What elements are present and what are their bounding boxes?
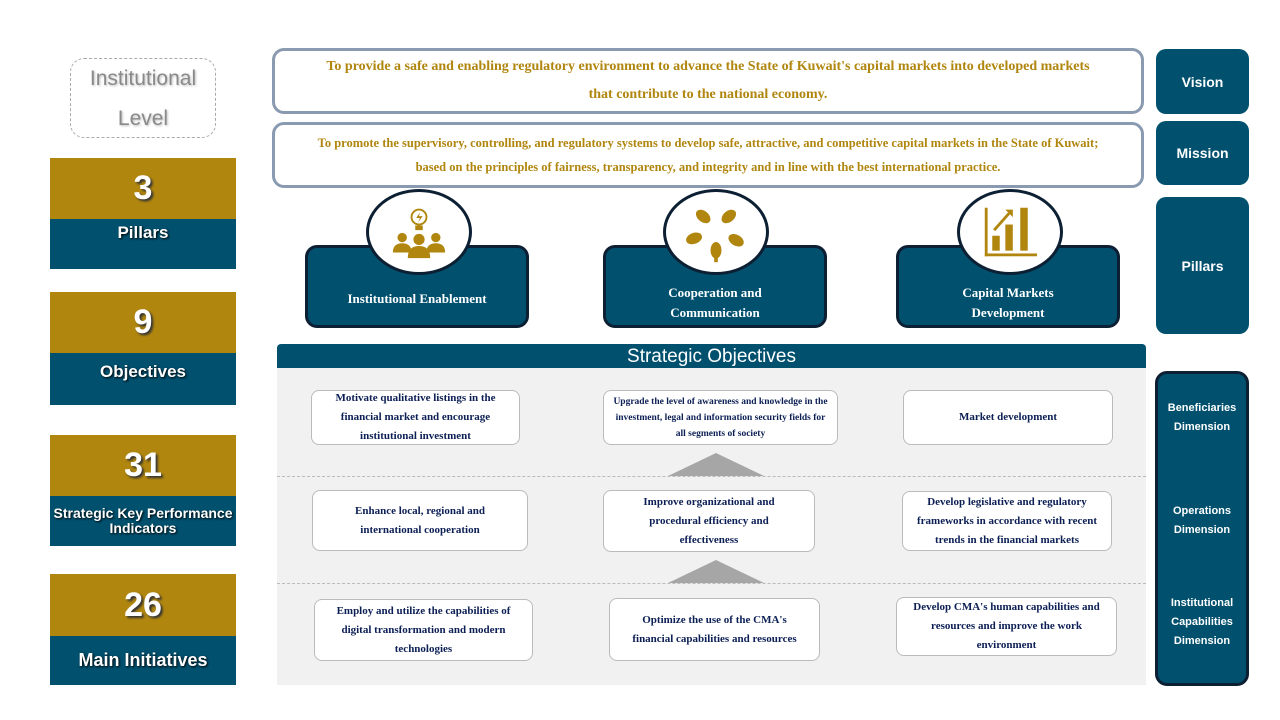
divider bbox=[277, 476, 1146, 477]
stat-objectives: 9 Objectives bbox=[50, 292, 236, 405]
stat-initiatives: 26 Main Initiatives bbox=[50, 574, 236, 685]
objective-card: Develop CMA's human capabilities and res… bbox=[896, 597, 1117, 656]
objective-card: Improve organizational and procedural ef… bbox=[603, 490, 815, 552]
stat-label: Main Initiatives bbox=[50, 636, 236, 685]
stat-number: 31 bbox=[50, 435, 236, 496]
stat-number: 9 bbox=[50, 292, 236, 353]
stat-label: Objectives bbox=[50, 353, 236, 405]
up-arrow-icon bbox=[668, 453, 764, 476]
dimensions-panel: Beneficiaries Dimension Operations Dimen… bbox=[1155, 371, 1249, 686]
hands-together-icon bbox=[663, 189, 769, 275]
stat-label: Strategic Key Performance Indicators bbox=[50, 496, 236, 546]
objective-card: Develop legislative and regulatory frame… bbox=[902, 491, 1112, 551]
strategic-objectives-header: Strategic Objectives bbox=[277, 344, 1146, 368]
dimension-beneficiaries: Beneficiaries Dimension bbox=[1167, 402, 1237, 433]
bar-chart-growth-icon bbox=[957, 189, 1063, 275]
objective-card: Employ and utilize the capabilities of d… bbox=[314, 599, 533, 661]
mission-statement: To promote the supervisory, controlling,… bbox=[272, 122, 1144, 188]
pillar-title: Capital Markets Development bbox=[962, 285, 1054, 320]
pillar-title: Cooperation and Communication bbox=[668, 285, 762, 320]
dimension-operations: Operations Dimension bbox=[1172, 505, 1232, 536]
up-arrow-icon bbox=[668, 560, 764, 583]
objective-card: Enhance local, regional and internationa… bbox=[312, 490, 528, 551]
stat-label: Pillars bbox=[50, 219, 236, 269]
divider bbox=[277, 583, 1146, 584]
people-lightbulb-icon bbox=[366, 189, 472, 275]
pillar-title: Institutional Enablement bbox=[347, 291, 487, 306]
dimension-institutional-capabilities: Institutional Capabilities Dimension bbox=[1170, 597, 1234, 647]
objective-card: Market development bbox=[903, 390, 1113, 445]
vision-statement: To provide a safe and enabling regulator… bbox=[272, 48, 1144, 114]
pillars-label: Pillars bbox=[1156, 197, 1249, 334]
mission-label: Mission bbox=[1156, 121, 1249, 185]
objective-card: Motivate qualitative listings in the fin… bbox=[311, 390, 520, 445]
stat-pillars: 3 Pillars bbox=[50, 158, 236, 269]
objective-card: Upgrade the level of awareness and knowl… bbox=[603, 390, 838, 445]
stat-number: 3 bbox=[50, 158, 236, 219]
stat-kpis: 31 Strategic Key Performance Indicators bbox=[50, 435, 236, 546]
institutional-level-label: Institutional Level bbox=[70, 58, 216, 138]
pillar-cooperation: Cooperation and Communication bbox=[603, 245, 827, 328]
vision-label: Vision bbox=[1156, 49, 1249, 114]
stat-number: 26 bbox=[50, 574, 236, 636]
objective-card: Optimize the use of the CMA's financial … bbox=[609, 598, 820, 661]
